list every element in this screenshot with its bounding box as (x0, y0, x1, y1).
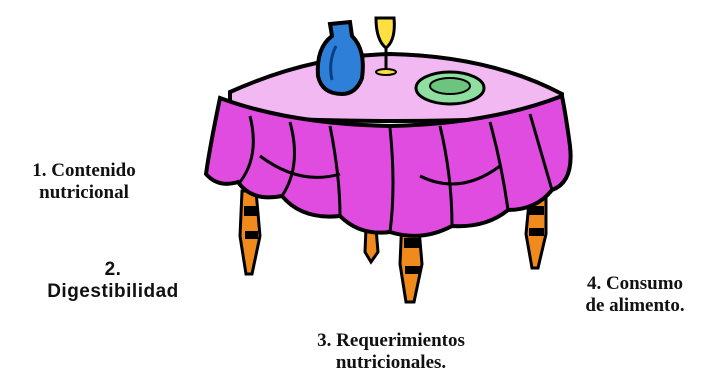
label-2-line-2: Digestibilidad (18, 281, 208, 303)
label-3-line-1: 3. Requerimientos (286, 330, 496, 352)
label-4-line-2: de alimento. (560, 295, 710, 317)
label-consumo-de-alimento: 4. Consumo de alimento. (560, 273, 710, 317)
label-requerimientos-nutricionales: 3. Requerimientos nutricionales. (286, 330, 496, 374)
label-1-line-2: nutricional (8, 182, 160, 204)
label-4-line-1: 4. Consumo (560, 273, 710, 295)
label-contenido-nutricional: 1. Contenido nutricional (8, 160, 160, 204)
plate-icon (416, 72, 484, 104)
dining-table-clipart-icon (190, 6, 580, 306)
vase-icon (318, 22, 363, 94)
label-1-line-1: 1. Contenido (8, 160, 160, 182)
label-2-line-1: 2. (18, 259, 208, 281)
label-digestibilidad: 2. Digestibilidad (18, 259, 208, 303)
label-3-line-2: nutricionales. (286, 352, 496, 374)
